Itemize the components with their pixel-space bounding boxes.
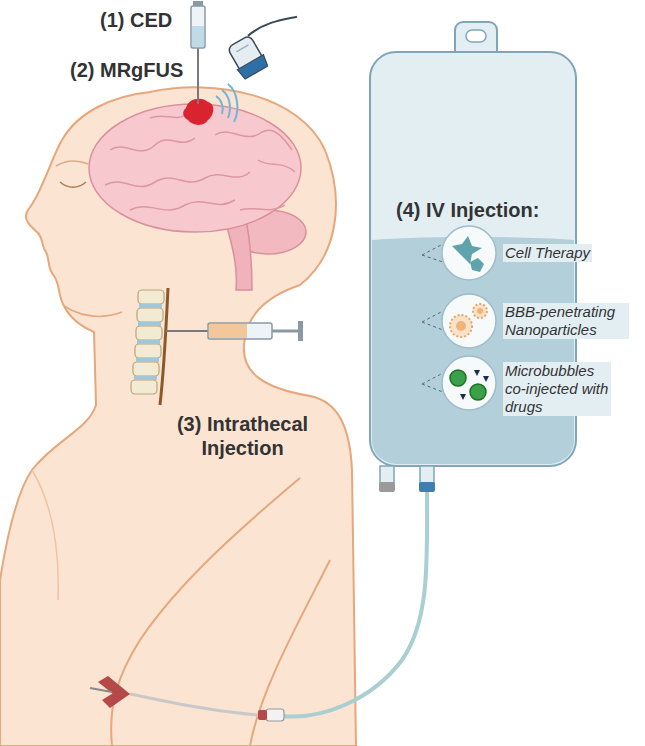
arm-outline: [111, 478, 300, 746]
ultrasound-probe: [225, 9, 311, 80]
body: [0, 87, 356, 746]
callout-label: (1) CED: [100, 8, 220, 32]
closed-eye: [60, 182, 86, 187]
iv-line: [90, 492, 427, 721]
ced-syringe: [191, 1, 205, 104]
nanoparticle-circle: [442, 294, 496, 348]
item-label: BBB-penetrating Nanoparticles: [503, 303, 629, 339]
callout-label: (3) Intrathecal Injection: [160, 412, 325, 460]
ultrasound-waves: [216, 84, 237, 122]
brain: [89, 99, 306, 290]
cell-therapy-circle: [442, 226, 496, 280]
microbubble-circle: [442, 356, 496, 410]
eyebrow: [56, 161, 88, 166]
brainstem: [225, 220, 252, 290]
item-label: Microbubbles co-injected with drugs: [503, 362, 611, 416]
callout-label: (2) MRgFUS: [70, 58, 200, 82]
zoom-leaders: [422, 244, 443, 392]
chest-line: [32, 470, 58, 600]
jaw-line: [64, 306, 122, 316]
item-label: Cell Therapy: [503, 244, 592, 262]
gyri: [105, 115, 295, 210]
callout-label: (4) IV Injection:: [396, 198, 574, 222]
person: [0, 87, 356, 746]
intrathecal-syringe: [166, 321, 303, 341]
spine: [131, 288, 168, 405]
